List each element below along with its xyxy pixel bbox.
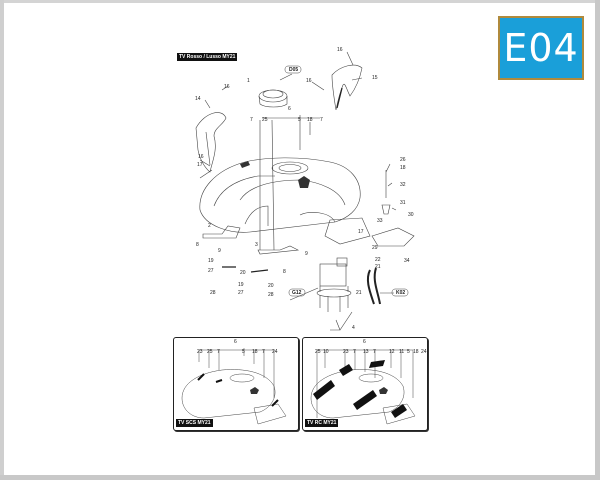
svg-text:D05: D05 xyxy=(289,67,298,73)
svg-text:16: 16 xyxy=(224,84,230,90)
svg-text:31: 31 xyxy=(400,200,406,206)
inset-part-label: 6 xyxy=(363,339,366,345)
svg-text:19: 19 xyxy=(238,282,244,288)
svg-text:5: 5 xyxy=(298,117,301,123)
svg-text:9: 9 xyxy=(305,251,308,257)
svg-text:28: 28 xyxy=(210,290,216,296)
svg-text:21: 21 xyxy=(356,290,362,296)
inset-part-label: 7 xyxy=(217,349,220,355)
svg-text:26: 26 xyxy=(400,157,406,163)
inset-part-label: 10 xyxy=(323,349,329,355)
inset-part-label: 23 xyxy=(197,349,203,355)
inset-part-label: 18 xyxy=(413,349,419,355)
inset-scs-title: TV SCS MY21 xyxy=(176,419,213,427)
inset-scs-diagram: 6 23 25 7 5 18 7 24 xyxy=(181,339,287,425)
inset-part-label: 6 xyxy=(234,339,237,345)
svg-text:16: 16 xyxy=(198,154,204,160)
svg-text:17: 17 xyxy=(197,162,203,168)
svg-text:18: 18 xyxy=(400,165,406,171)
frame-border-top xyxy=(0,0,600,3)
main-diagram-title: TV Rosso / Lusso MY21 xyxy=(177,53,238,61)
svg-text:8: 8 xyxy=(196,242,199,248)
inset-part-label: 25 xyxy=(315,349,321,355)
svg-text:14: 14 xyxy=(195,96,201,102)
inset-part-label: 11 xyxy=(399,349,404,355)
svg-text:17: 17 xyxy=(358,229,364,235)
svg-text:2: 2 xyxy=(208,223,211,229)
inset-part-label: 24 xyxy=(272,349,278,355)
svg-text:21: 21 xyxy=(375,264,381,270)
svg-text:6: 6 xyxy=(288,106,291,112)
svg-text:22: 22 xyxy=(375,257,381,263)
section-code-badge: E04 xyxy=(498,16,584,80)
svg-text:30: 30 xyxy=(408,212,414,218)
svg-text:34: 34 xyxy=(404,258,410,264)
inset-part-label: 5 xyxy=(407,349,410,355)
svg-text:3: 3 xyxy=(255,242,258,248)
inset-part-label: 18 xyxy=(252,349,258,355)
svg-text:16: 16 xyxy=(306,78,312,84)
svg-text:25: 25 xyxy=(262,117,268,123)
inset-part-label: 23 xyxy=(343,349,349,355)
svg-text:7: 7 xyxy=(320,117,323,123)
svg-text:1: 1 xyxy=(247,78,250,84)
inset-panel-scs: 6 23 25 7 5 18 7 24 TV SCS MY21 xyxy=(173,337,299,431)
svg-text:18: 18 xyxy=(307,117,313,123)
inset-part-label: 12 xyxy=(389,349,395,355)
inset-part-label: 7 xyxy=(353,349,356,355)
svg-text:4: 4 xyxy=(352,325,355,331)
svg-text:27: 27 xyxy=(238,290,244,296)
svg-text:15: 15 xyxy=(372,75,378,81)
svg-text:16: 16 xyxy=(337,47,343,53)
inset-part-label: 25 xyxy=(207,349,213,355)
frame-border-right xyxy=(595,0,600,480)
svg-text:G12: G12 xyxy=(292,290,302,296)
inset-part-label: 24 xyxy=(421,349,427,355)
svg-text:9: 9 xyxy=(218,248,221,254)
svg-text:28: 28 xyxy=(268,292,274,298)
svg-text:32: 32 xyxy=(400,182,406,188)
svg-text:20: 20 xyxy=(268,283,274,289)
svg-text:33: 33 xyxy=(377,218,383,224)
frame-border-left xyxy=(0,0,4,480)
svg-text:20: 20 xyxy=(240,270,246,276)
inset-part-label: 5 xyxy=(242,349,245,355)
svg-text:19: 19 xyxy=(208,258,214,264)
svg-text:29: 29 xyxy=(372,245,378,251)
inset-part-label: 7 xyxy=(373,349,376,355)
inset-rc-title: TV RC MY21 xyxy=(305,419,339,427)
svg-text:8: 8 xyxy=(283,269,286,275)
inset-part-label: 7 xyxy=(262,349,265,355)
svg-text:27: 27 xyxy=(208,268,214,274)
inset-part-label: 13 xyxy=(363,349,369,355)
svg-text:K02: K02 xyxy=(396,290,405,296)
frame-border-bottom xyxy=(0,475,600,480)
svg-text:7: 7 xyxy=(250,117,253,123)
